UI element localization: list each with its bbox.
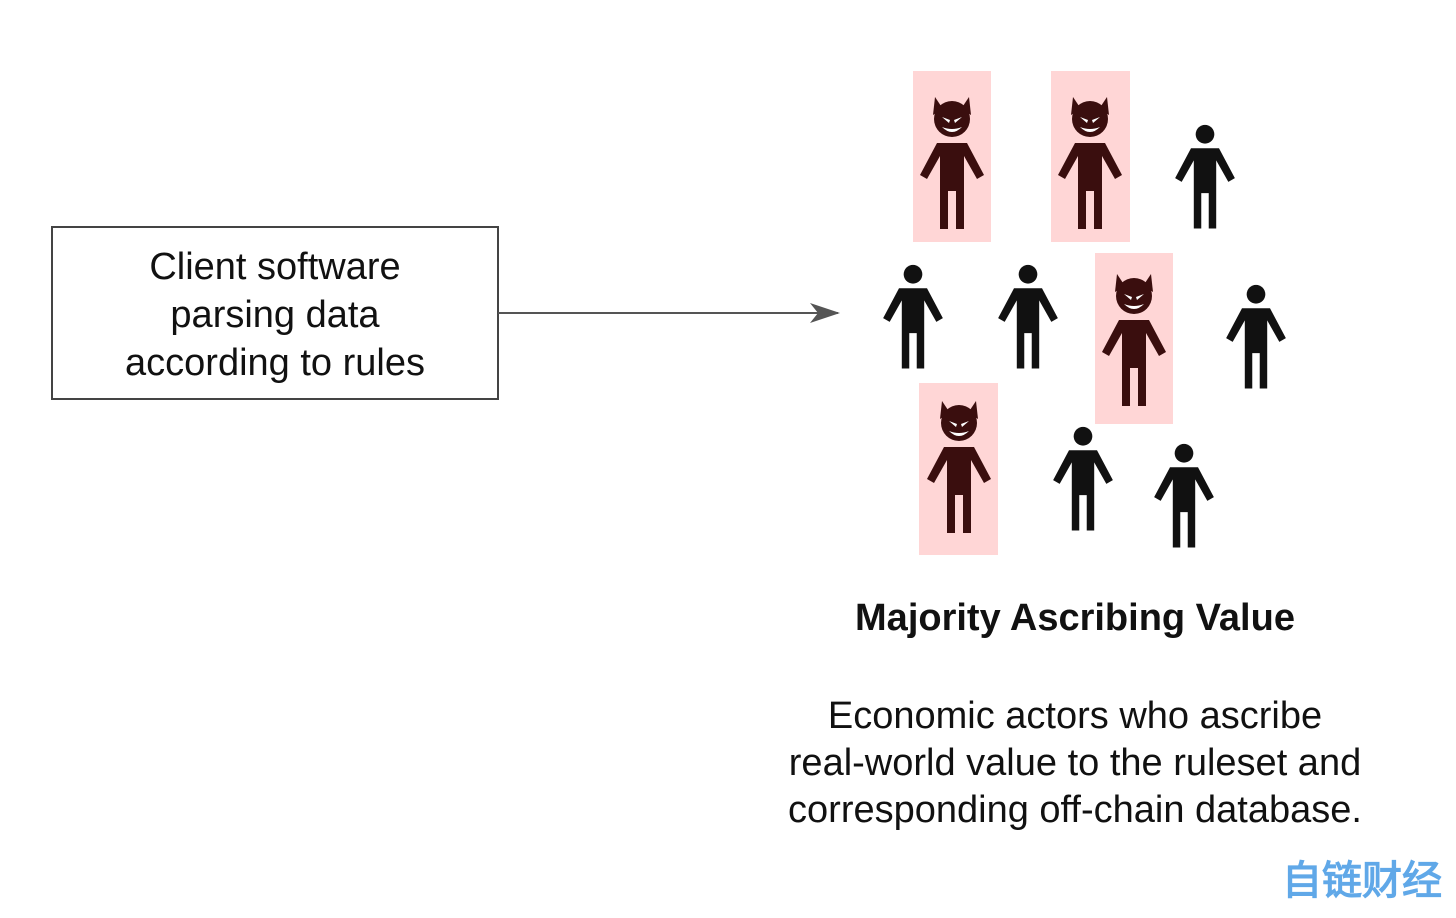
majority-title: Majority Ascribing Value — [855, 597, 1295, 639]
client-box-frame — [51, 226, 499, 400]
malicious-actor — [913, 71, 991, 242]
malicious-actor — [919, 383, 998, 555]
person-icon — [1226, 284, 1286, 389]
honest-actor — [1175, 124, 1235, 229]
client-box-line-2: parsing data — [170, 294, 380, 336]
honest-actor — [1154, 443, 1214, 548]
person-icon — [1175, 124, 1235, 229]
actor-crowd — [883, 71, 1286, 555]
majority-description-line-3: corresponding off-chain database. — [788, 789, 1362, 831]
honest-actor — [1053, 426, 1113, 531]
honest-actor — [998, 264, 1058, 369]
client-box-line-3: according to rules — [125, 342, 425, 384]
malicious-actor — [1051, 71, 1130, 242]
malicious-actor — [1095, 253, 1173, 424]
person-icon — [1053, 426, 1113, 531]
honest-actor — [883, 264, 943, 369]
client-software-box: Client software parsing data according t… — [51, 226, 499, 400]
watermark-logo: 自链财经 — [1282, 858, 1442, 904]
person-icon — [883, 264, 943, 369]
person-icon — [998, 264, 1058, 369]
majority-description-line-1: Economic actors who ascribe — [828, 695, 1322, 737]
honest-actor — [1226, 284, 1286, 389]
majority-description-line-2: real-world value to the ruleset and — [789, 742, 1361, 784]
majority-description: Economic actors who ascribe real-world v… — [788, 695, 1362, 831]
client-box-line-1: Client software — [149, 246, 400, 288]
person-icon — [1154, 443, 1214, 548]
